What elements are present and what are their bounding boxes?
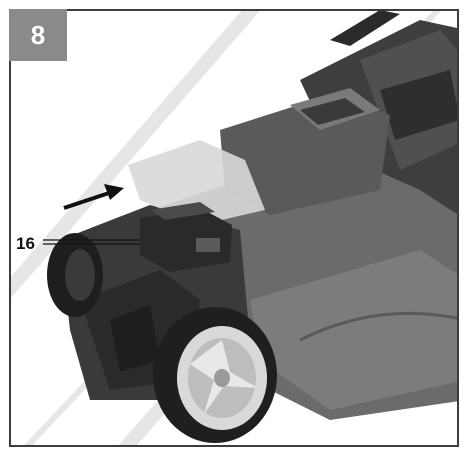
callout-16-leader — [43, 239, 140, 245]
callout-label: 16 — [16, 234, 35, 253]
figure-number-badge: 8 — [9, 9, 67, 61]
rear-left-wheel — [47, 233, 103, 317]
figure-number: 8 — [30, 19, 46, 50]
front-wheel — [153, 307, 277, 443]
battery-pack — [140, 202, 232, 272]
figure-frame — [9, 9, 459, 447]
arrow-icon — [63, 184, 124, 210]
battery-flap — [128, 140, 265, 225]
handle-block — [220, 88, 390, 215]
